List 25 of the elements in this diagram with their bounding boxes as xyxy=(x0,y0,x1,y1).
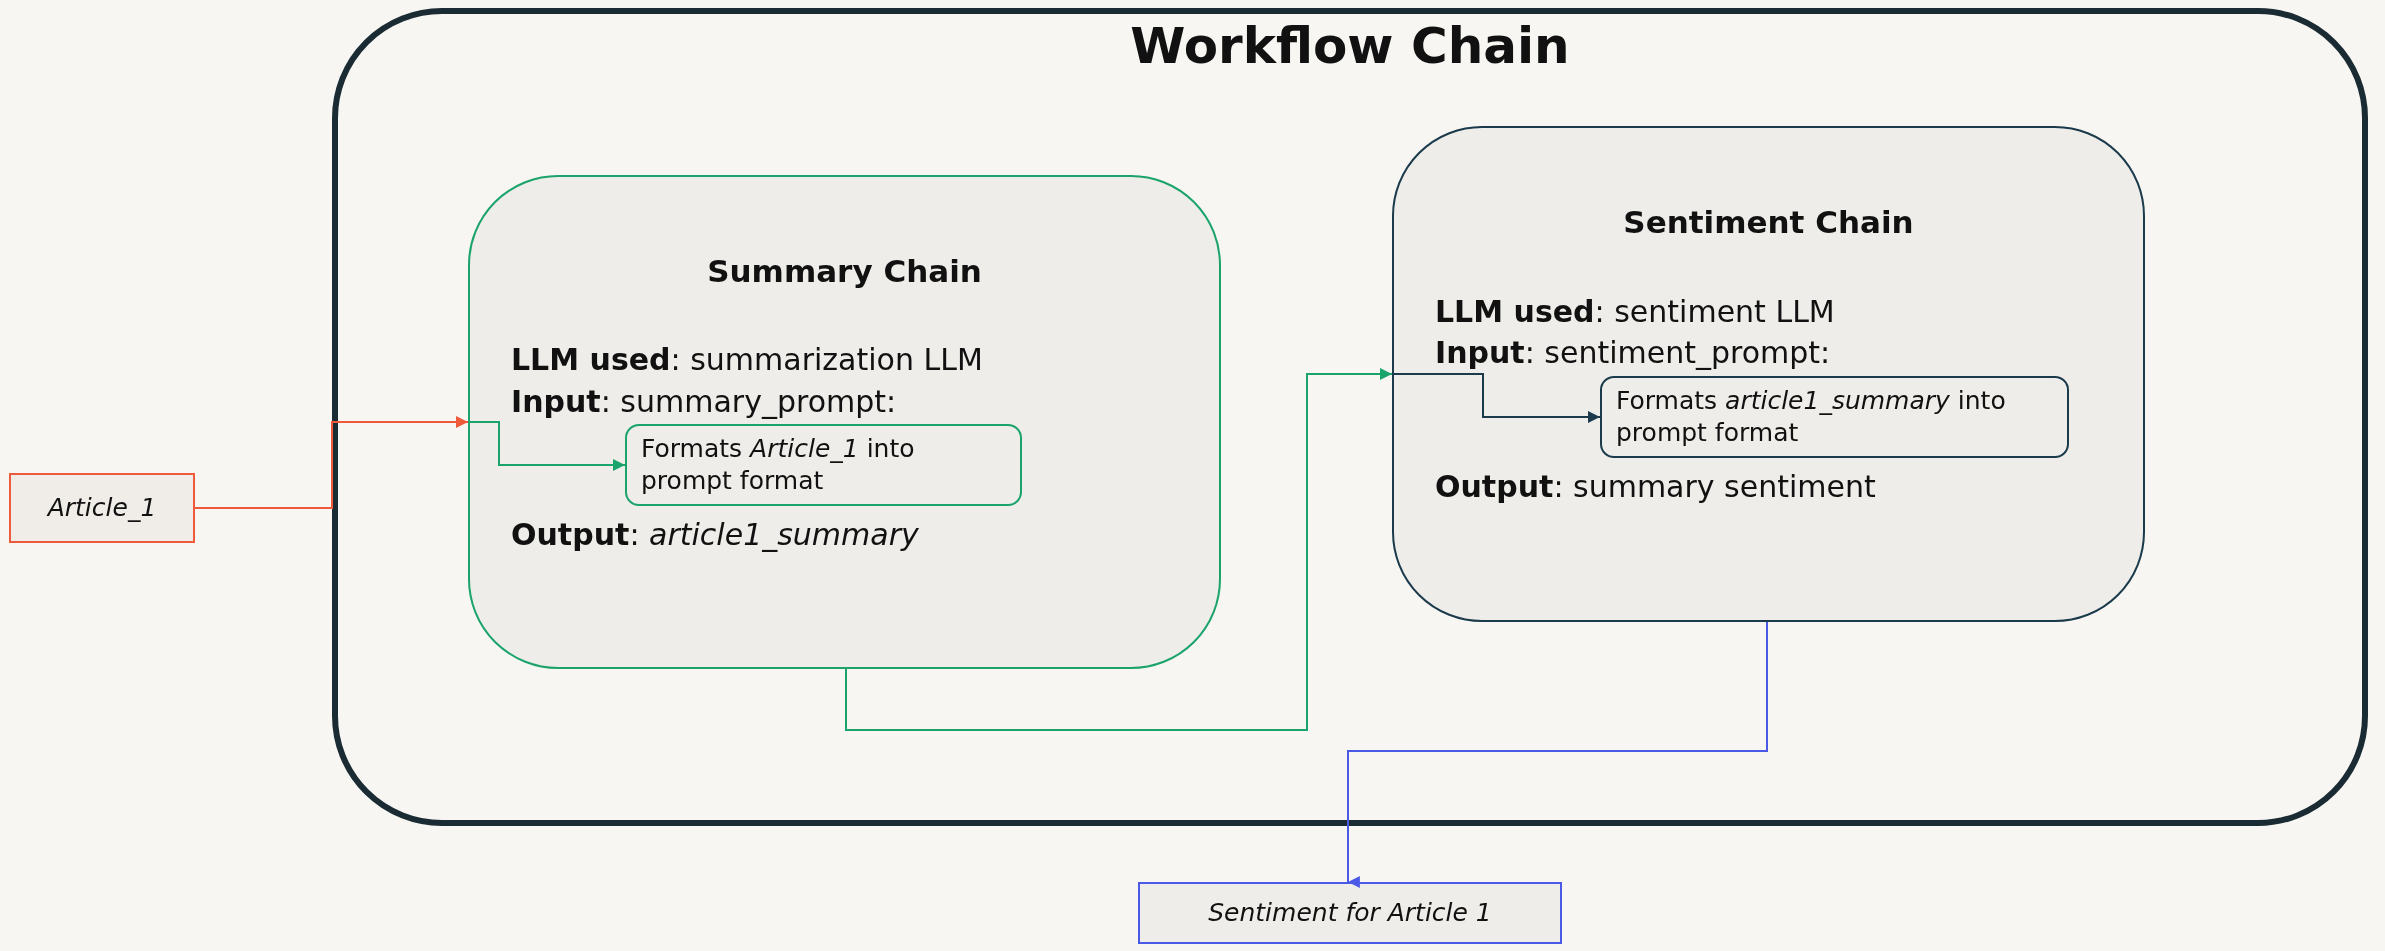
box-text: Article_1 xyxy=(45,492,158,524)
arrow xyxy=(1391,373,1601,423)
box-text: Sentiment for Article 1 xyxy=(1207,897,1493,929)
box-text: Input: summary_prompt: xyxy=(511,383,897,421)
arrow xyxy=(845,368,1393,731)
box-text: Output: article1_summary xyxy=(511,516,919,554)
process-box xyxy=(468,175,1221,669)
output-box xyxy=(1138,882,1562,944)
container-title: Workflow Chain xyxy=(1130,16,1570,76)
process-box xyxy=(625,424,1022,506)
arrow xyxy=(467,421,626,471)
box-text: Output: summary sentiment xyxy=(1435,468,1876,506)
box-title: Sentiment Chain xyxy=(1623,203,1914,241)
arrow xyxy=(1346,621,1768,888)
box-text: Formats Article_1 into prompt format xyxy=(641,433,916,497)
box-text: LLM used: sentiment LLM xyxy=(1435,293,1835,331)
chain-container xyxy=(332,8,2368,826)
arrow xyxy=(194,416,469,509)
process-box xyxy=(1600,376,2069,458)
process-box xyxy=(1392,126,2145,622)
box-text: LLM used: summarization LLM xyxy=(511,341,983,379)
box-text: Input: sentiment_prompt: xyxy=(1435,334,1831,372)
box-text: Formats article1_summary into prompt format xyxy=(1616,385,2007,449)
input-box xyxy=(9,473,195,543)
box-title: Summary Chain xyxy=(707,252,982,290)
